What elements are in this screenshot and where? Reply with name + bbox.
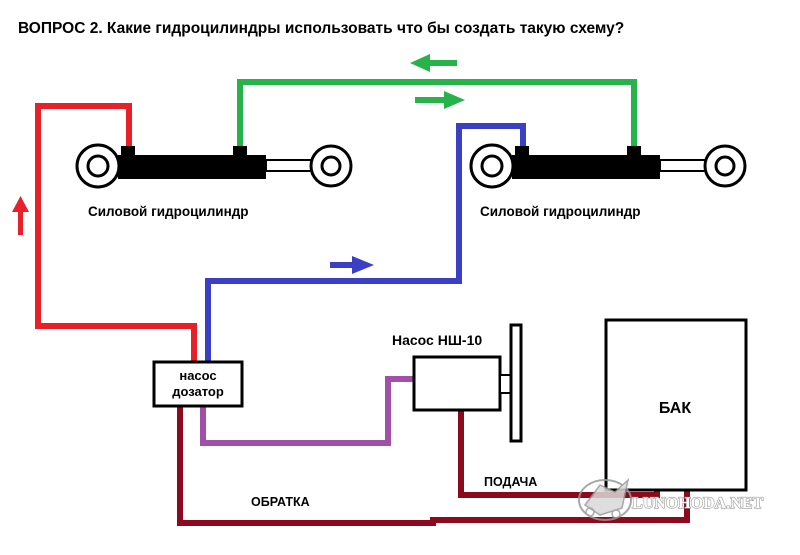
red-arrow-up-icon [12,196,29,235]
return-line [177,406,690,526]
lunohoda-logo-icon [578,477,632,521]
metering-pump-box [152,360,244,408]
red-hydraulic-line [35,103,197,362]
tank-label: БАК [659,400,691,417]
tank-box [604,318,748,492]
right-cylinder-label: Силовой гидроцилиндр [480,204,641,219]
pump-label: Насос НШ-10 [392,332,482,348]
green-arrow-right-icon [415,91,465,109]
blue-arrow-right-icon [330,256,374,274]
question-title: ВОПРОС 2. Какие гидроцилиндры использова… [18,20,625,37]
supply-line [458,410,660,498]
supply-label: ПОДАЧА [484,475,537,489]
watermark-text: LUNOHODA.NET [632,495,763,512]
blue-hydraulic-line [205,123,526,362]
right-power-cylinder [469,143,747,189]
gear-pump [412,323,523,443]
left-cylinder-label: Силовой гидроцилиндр [88,204,249,219]
metering-pump-label-line2: дозатор [172,384,224,399]
green-hydraulic-line [237,79,637,148]
left-power-cylinder [75,143,353,189]
metering-pump-label-line1: насос [179,368,216,383]
return-label: ОБРАТКА [251,495,310,509]
green-arrow-left-icon [410,54,457,72]
purple-hydraulic-line [200,376,414,446]
